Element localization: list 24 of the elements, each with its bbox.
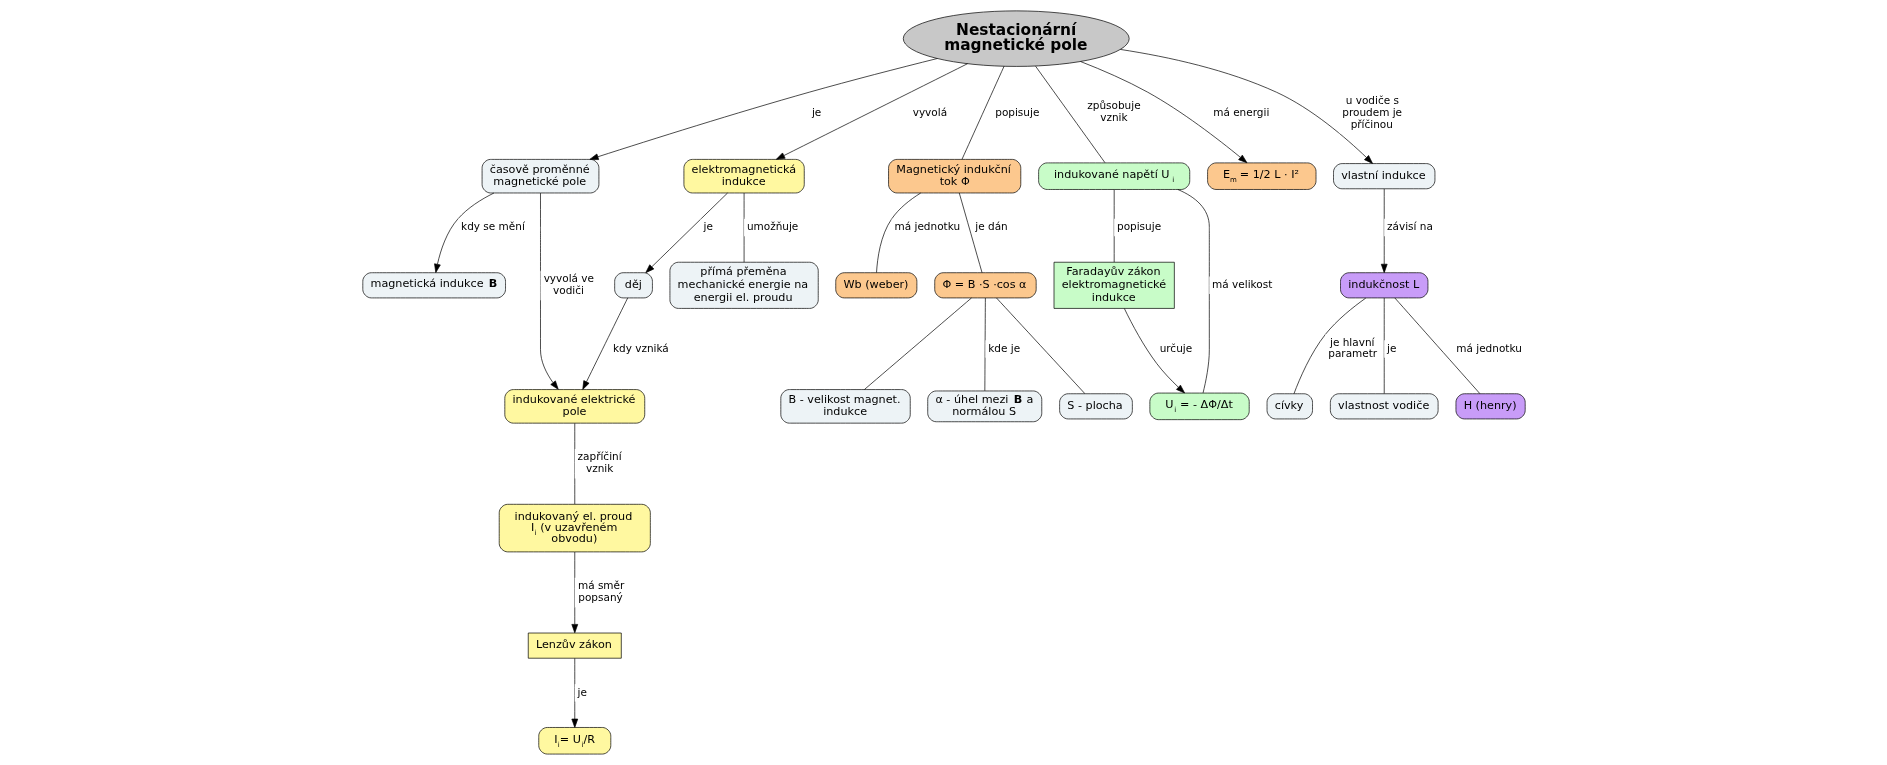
edge-label: je hlavní parametr <box>1327 335 1377 360</box>
edge-label: je dán <box>974 220 1008 233</box>
edge-label: má jednotku <box>1455 341 1522 354</box>
edge-label: má velikost <box>1211 278 1272 291</box>
edge-label: určuje <box>1159 341 1192 354</box>
edge-label: má směr popsaný <box>577 578 624 603</box>
edge-label: je <box>811 105 821 118</box>
edge-label: je <box>703 220 713 233</box>
edge-label: má energii <box>1212 105 1269 118</box>
edge-label: vyvolá <box>912 105 947 118</box>
edge-label: popisuje <box>994 105 1039 118</box>
edge-label: je <box>577 685 587 698</box>
edge-label: umožňuje <box>746 220 798 233</box>
edge-label: kde je <box>987 341 1020 354</box>
edge-label: má jednotku <box>894 220 960 233</box>
edge-label: vyvolá ve vodiči <box>543 271 594 296</box>
edge-label: způsobuje vznik <box>1086 99 1141 124</box>
edge-label: popisuje <box>1116 220 1161 233</box>
edge-label: zapříčiní vznik <box>577 450 622 475</box>
edge-label: závisí na <box>1386 220 1433 233</box>
edge-label: kdy vzniká <box>612 341 669 354</box>
edge-label: je <box>1386 341 1396 354</box>
edge-label: kdy se mění <box>460 220 525 233</box>
edge-label: u vodiče s proudem je příčinou <box>1341 93 1402 130</box>
